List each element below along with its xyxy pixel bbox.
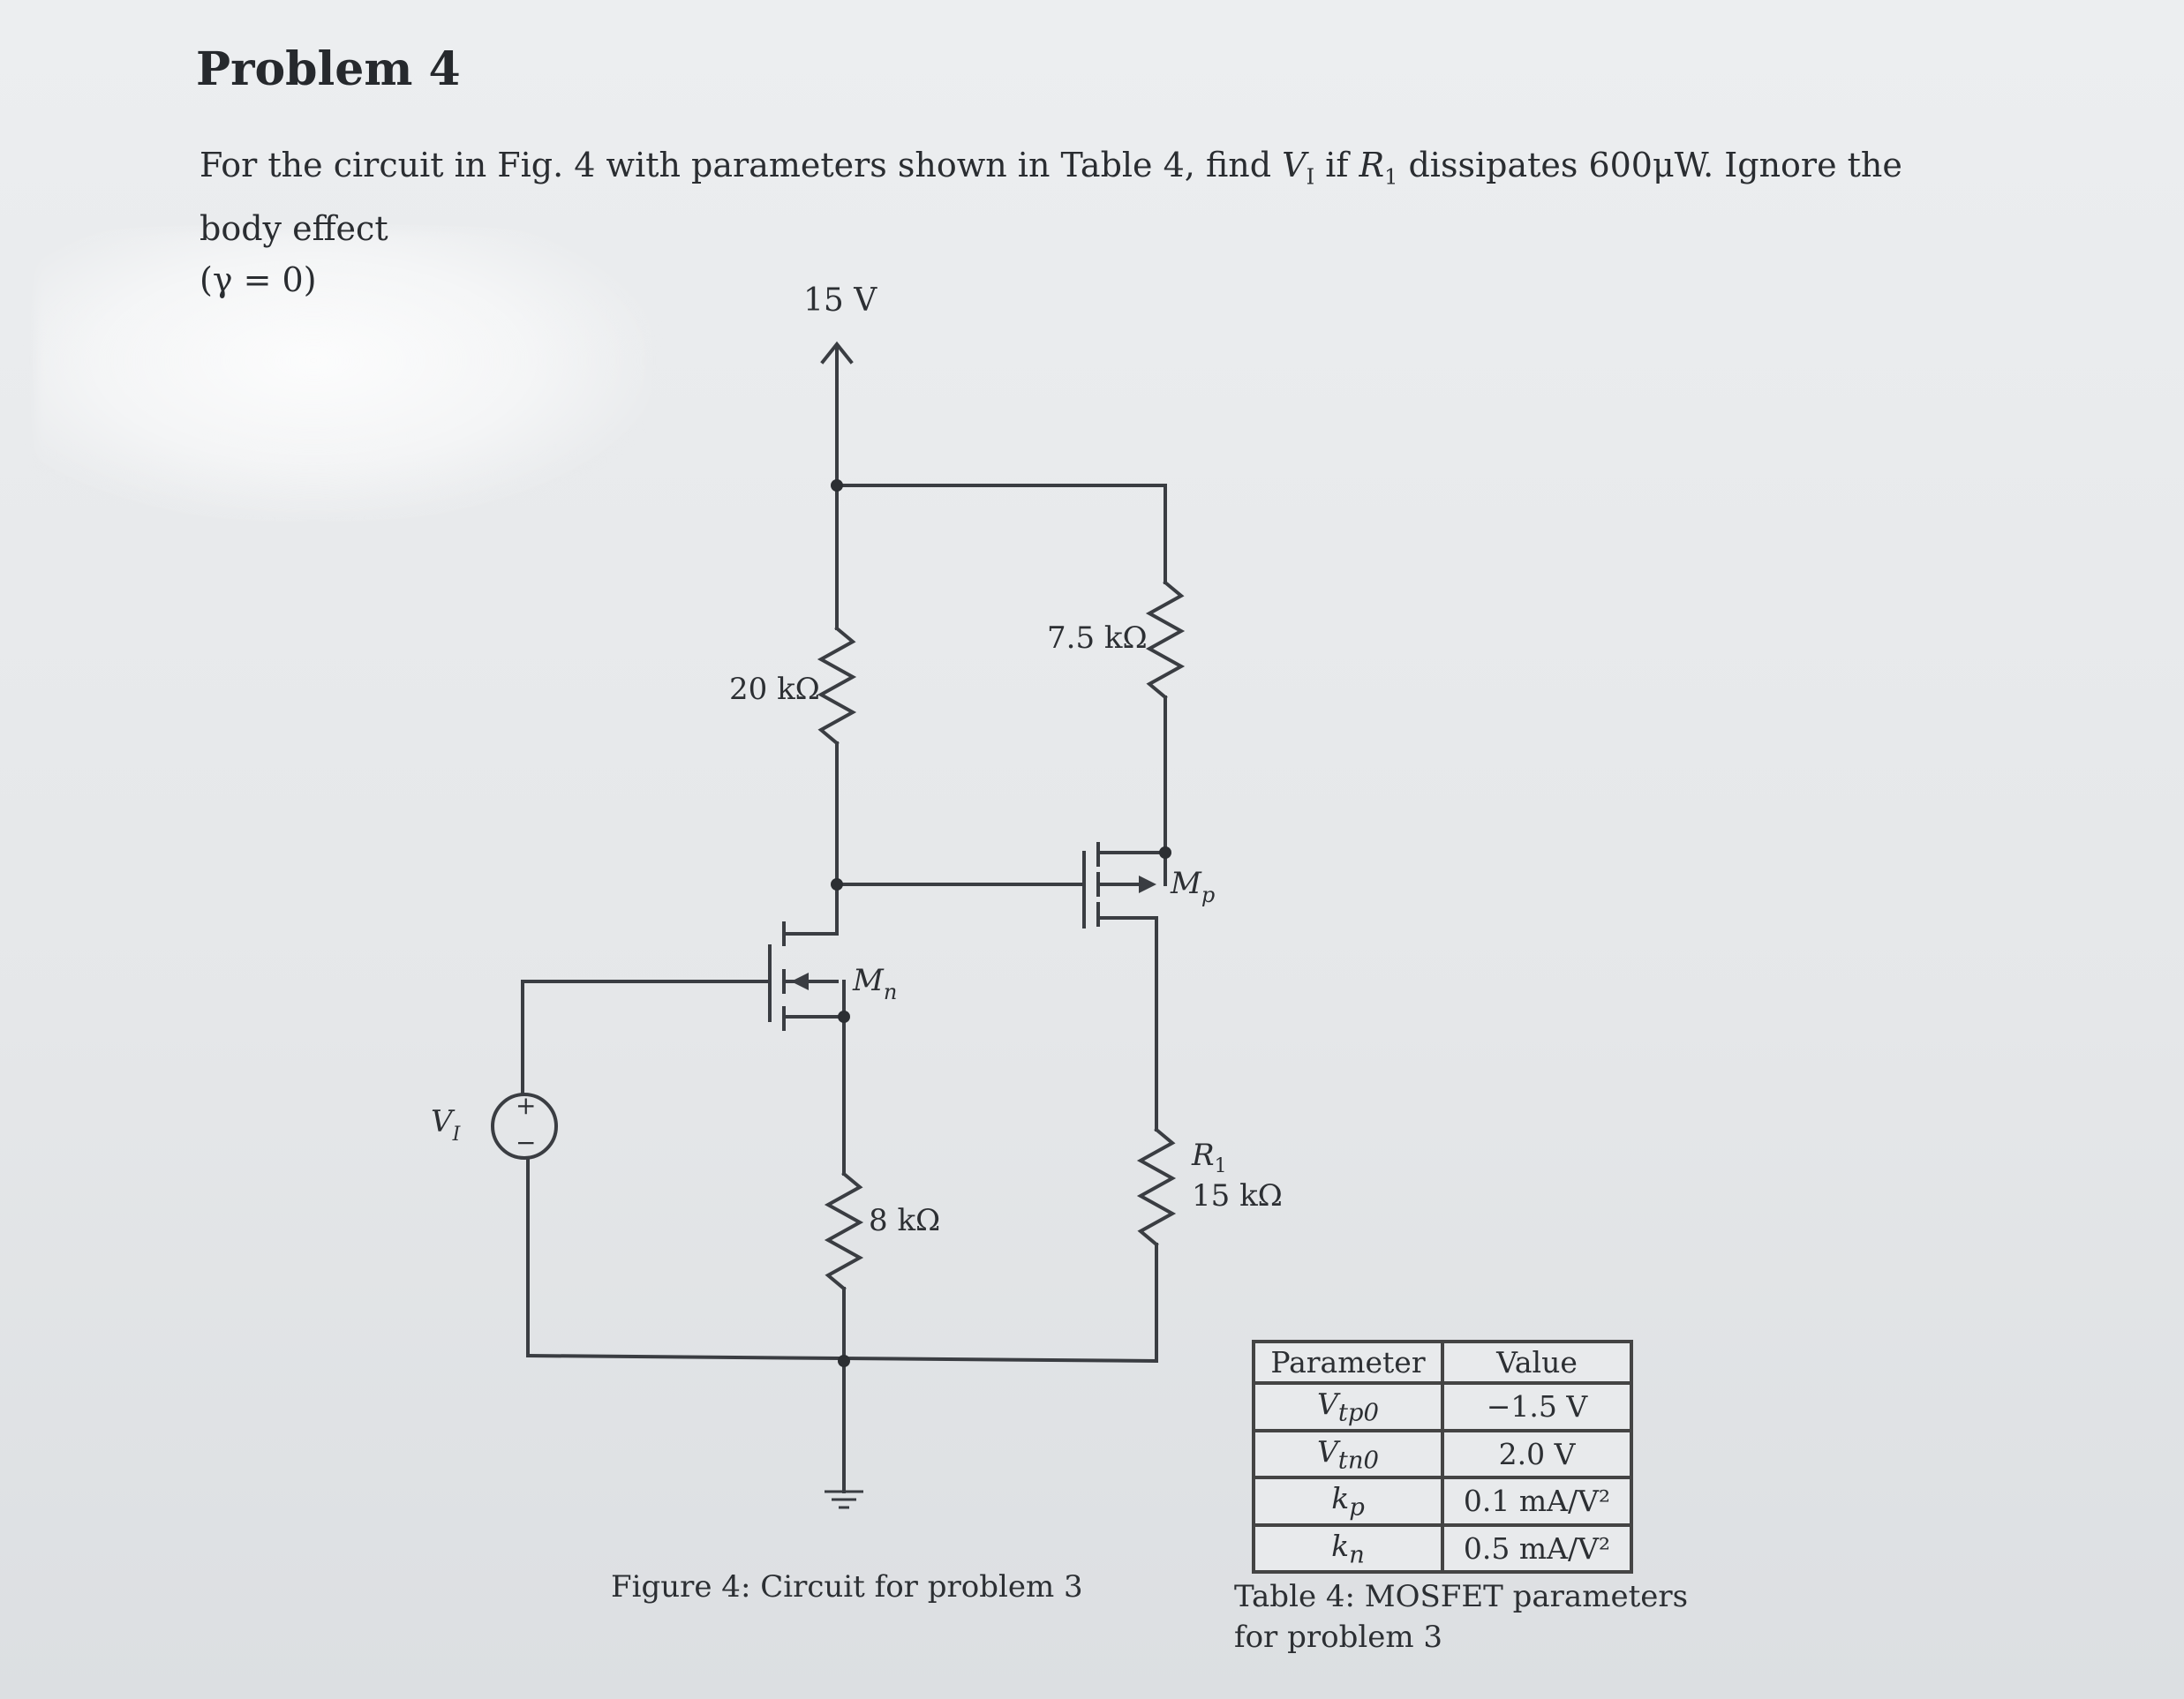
mn-label-main: M [852, 963, 885, 998]
table-value-cell: 0.1 mA/V² [1441, 1476, 1633, 1527]
table-header-row: Parameter Value [1252, 1340, 1633, 1385]
problem-text-a: For the circuit in Fig. 4 with parameter… [200, 146, 1283, 184]
problem-vi-var: V [1282, 146, 1307, 184]
mp-label-main: M [1170, 866, 1202, 901]
table-row: Vtp0 −1.5 V [1252, 1381, 1633, 1432]
ground-icon [825, 1490, 863, 1509]
problem-vi-sub: I [1306, 164, 1315, 190]
problem-title: Problem 4 [196, 42, 461, 96]
problem-text-b: if [1314, 146, 1359, 184]
table-param-cell: Vtp0 [1252, 1381, 1444, 1432]
r-right-label: 7.5 kΩ [1047, 620, 1148, 656]
table-param-cell: kp [1252, 1476, 1444, 1527]
table-value-cell: 0.5 mA/V² [1441, 1522, 1633, 1575]
r1-name-label: R1 [1191, 1138, 1227, 1177]
node-dot-mn-source [838, 1011, 850, 1023]
node-dot-top [831, 479, 843, 492]
resistor-20k-zigzag [817, 626, 857, 746]
table-param-cell: Vtn0 [1252, 1428, 1444, 1480]
problem-text-c: dissipates 600μW. Ignore the body effect [200, 146, 1902, 248]
resistor-8k-zigzag [824, 1171, 864, 1291]
problem-statement: For the circuit in Fig. 4 with parameter… [200, 139, 1965, 305]
param-symbol: V [1317, 1387, 1338, 1421]
table-value-cell: 2.0 V [1441, 1428, 1633, 1480]
param-symbol: V [1316, 1433, 1338, 1469]
mp-arrow-icon [1139, 876, 1156, 893]
table-header-value: Value [1441, 1340, 1633, 1385]
table-header-parameter: Parameter [1252, 1340, 1444, 1385]
node-dot-bottom [838, 1355, 850, 1367]
r-left-label: 20 kΩ [729, 672, 820, 707]
resistor-7k5-zigzag [1145, 580, 1186, 700]
mn-label: Mn [852, 963, 897, 1004]
param-symbol: k [1331, 1481, 1350, 1516]
param-subscript: tn0 [1337, 1446, 1380, 1475]
r1-name-sub: 1 [1215, 1155, 1227, 1177]
table-row: Vtn0 2.0 V [1252, 1428, 1633, 1480]
supply-label: 15 V [803, 282, 877, 319]
problem-gamma: (γ = 0) [200, 259, 317, 299]
supply-arrow-head [820, 341, 854, 365]
node-dot-mp-source [1159, 846, 1171, 859]
vi-source-circle [491, 1093, 558, 1160]
param-symbol: k [1331, 1528, 1350, 1563]
r-source-label: 8 kΩ [869, 1203, 940, 1238]
table-value-cell: −1.5 V [1441, 1381, 1633, 1432]
mn-arrow-icon [791, 973, 809, 990]
resistor-r1-zigzag [1136, 1127, 1177, 1247]
table-caption: Table 4: MOSFET parameters for problem 3 [1234, 1579, 1689, 1655]
photo-glare [35, 229, 653, 521]
vi-label-sub: I [452, 1124, 462, 1146]
r1-name-main: R [1191, 1138, 1215, 1173]
vi-minus-sign: − [516, 1128, 536, 1157]
param-subscript: n [1349, 1540, 1365, 1569]
vi-label-main: V [431, 1104, 456, 1139]
r1-value-label: 15 kΩ [1192, 1178, 1283, 1214]
mp-label-sub: p [1201, 883, 1215, 907]
mn-label-sub: n [884, 980, 897, 1004]
problem-r1-var: R [1359, 146, 1385, 184]
mosfet-parameter-table: Parameter Value Vtp0 −1.5 V Vtn0 2.0 V k… [1252, 1340, 1633, 1575]
vi-plus-sign: + [516, 1091, 536, 1120]
mp-label: Mp [1170, 866, 1215, 907]
table-row: kn 0.5 mA/V² [1252, 1522, 1633, 1575]
vi-label: VI [431, 1104, 462, 1146]
table-row: kp 0.1 mA/V² [1252, 1476, 1633, 1527]
node-dot-gate [831, 878, 843, 891]
param-subscript: p [1349, 1492, 1365, 1522]
param-subscript: tp0 [1337, 1398, 1379, 1427]
table-param-cell: kn [1252, 1522, 1444, 1575]
figure-caption: Figure 4: Circuit for problem 3 [611, 1569, 1083, 1605]
problem-r1-sub: 1 [1384, 164, 1398, 190]
